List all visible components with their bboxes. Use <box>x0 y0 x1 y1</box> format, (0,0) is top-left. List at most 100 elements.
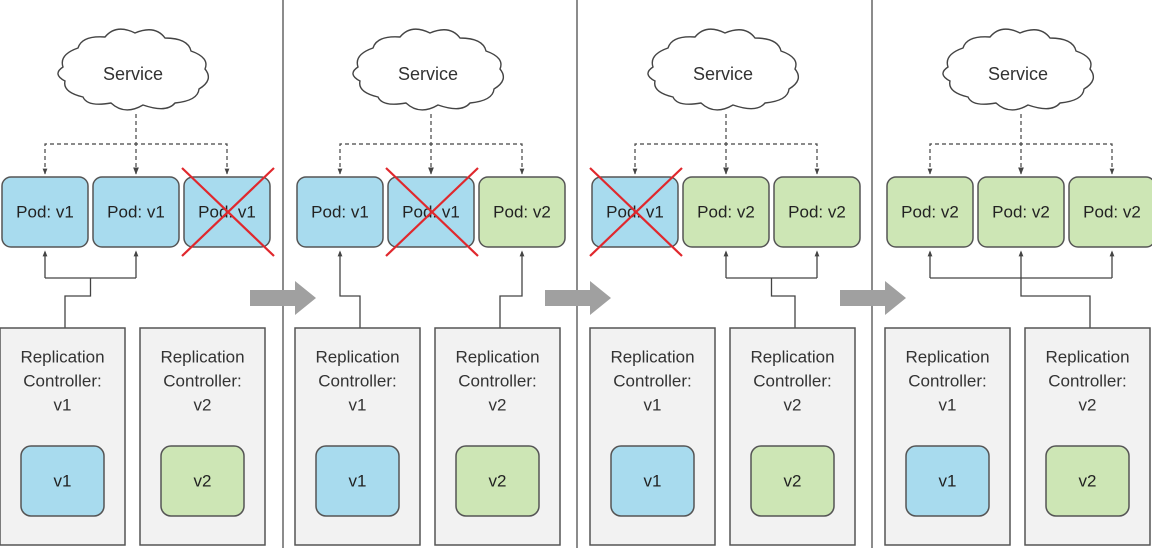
pod-template-label: v1 <box>349 471 367 490</box>
pod-box <box>1 176 89 248</box>
pod-3: Pod: v1 <box>181 167 275 257</box>
pod-box <box>478 176 566 248</box>
service-cloud <box>57 28 210 111</box>
pod-template-label: v1 <box>54 471 72 490</box>
rc-v2-link <box>499 252 523 328</box>
rc-label-line: Controller: <box>458 371 536 390</box>
rc-v1-link <box>44 252 137 328</box>
pod-label: Pod: v1 <box>107 202 165 221</box>
rc-label-line: Replication <box>750 347 834 366</box>
pod-label: Pod: v2 <box>697 202 755 221</box>
service-cloud <box>942 28 1095 111</box>
service-link-bus <box>339 143 523 174</box>
rc-label-line: Controller: <box>163 371 241 390</box>
pod-box <box>682 176 770 248</box>
service-label: Service <box>693 64 753 84</box>
pod-template <box>160 445 245 517</box>
rc-label-line: Controller: <box>908 371 986 390</box>
delete-cross-stroke <box>181 167 275 257</box>
pod-template <box>750 445 835 517</box>
rc-label-line: Replication <box>20 347 104 366</box>
pod-1: Pod: v1 <box>1 176 89 248</box>
transition-arrow-2 <box>545 281 611 315</box>
pod-label: Pod: v1 <box>311 202 369 221</box>
delete-cross-stroke <box>589 167 683 257</box>
rc-label-line: Replication <box>1045 347 1129 366</box>
rc-label-line: v2 <box>784 395 802 414</box>
service-label: Service <box>398 64 458 84</box>
pod-label: Pod: v2 <box>901 202 959 221</box>
rc-label-line: Controller: <box>753 371 831 390</box>
rc-label-line: v2 <box>194 395 212 414</box>
pod-template-label: v2 <box>1079 471 1097 490</box>
service-label: Service <box>103 64 163 84</box>
pod-template <box>455 445 540 517</box>
pod-2: Pod: v2 <box>977 176 1065 248</box>
pod-template <box>20 445 105 517</box>
transition-arrow-3 <box>840 281 906 315</box>
pod-template-label: v1 <box>939 471 957 490</box>
pod-2: Pod: v1 <box>92 176 180 248</box>
rc-label-line: v1 <box>349 395 367 414</box>
pod-3: Pod: v2 <box>773 176 861 248</box>
rc-label-line: v1 <box>54 395 72 414</box>
rc-label-line: Replication <box>315 347 399 366</box>
pod-box <box>773 176 861 248</box>
pod-template-label: v2 <box>194 471 212 490</box>
pod-label: Pod: v2 <box>788 202 846 221</box>
pod-1: Pod: v1 <box>296 176 384 248</box>
rc-label-line: Controller: <box>1048 371 1126 390</box>
rc-v1-link <box>339 252 361 328</box>
rc-label-line: Controller: <box>318 371 396 390</box>
rc-label-line: Replication <box>160 347 244 366</box>
service-cloud <box>647 28 800 111</box>
pod-label: Pod: v1 <box>16 202 74 221</box>
rc-label-line: v1 <box>644 395 662 414</box>
pod-2: Pod: v2 <box>682 176 770 248</box>
pod-template <box>315 445 400 517</box>
pod-template <box>905 445 990 517</box>
rc-label-line: v2 <box>1079 395 1097 414</box>
pod-3: Pod: v2 <box>478 176 566 248</box>
rc-v2-link <box>929 252 1113 328</box>
service-label: Service <box>988 64 1048 84</box>
rc-label-line: Controller: <box>23 371 101 390</box>
pod-box <box>92 176 180 248</box>
pod-label: Pod: v2 <box>493 202 551 221</box>
rc-label-line: Controller: <box>613 371 691 390</box>
pod-template-label: v2 <box>489 471 507 490</box>
pod-template-label: v2 <box>784 471 802 490</box>
pod-box <box>886 176 974 248</box>
pod-template <box>610 445 695 517</box>
rc-label-line: Replication <box>610 347 694 366</box>
rc-label-line: Replication <box>455 347 539 366</box>
pod-1: Pod: v1 <box>589 167 683 257</box>
delete-cross-stroke <box>385 167 479 257</box>
transition-arrow-1 <box>250 281 316 315</box>
service-link-bus <box>44 143 228 174</box>
pod-box <box>296 176 384 248</box>
pod-template-label: v1 <box>644 471 662 490</box>
rc-label-line: Replication <box>905 347 989 366</box>
pod-label: Pod: v2 <box>1083 202 1141 221</box>
service-link-bus <box>929 143 1113 174</box>
pod-3: Pod: v2 <box>1068 176 1152 248</box>
service-link-bus <box>634 143 818 174</box>
pod-template <box>1045 445 1130 517</box>
pod-1: Pod: v2 <box>886 176 974 248</box>
rc-label-line: v2 <box>489 395 507 414</box>
rc-label-line: v1 <box>939 395 957 414</box>
